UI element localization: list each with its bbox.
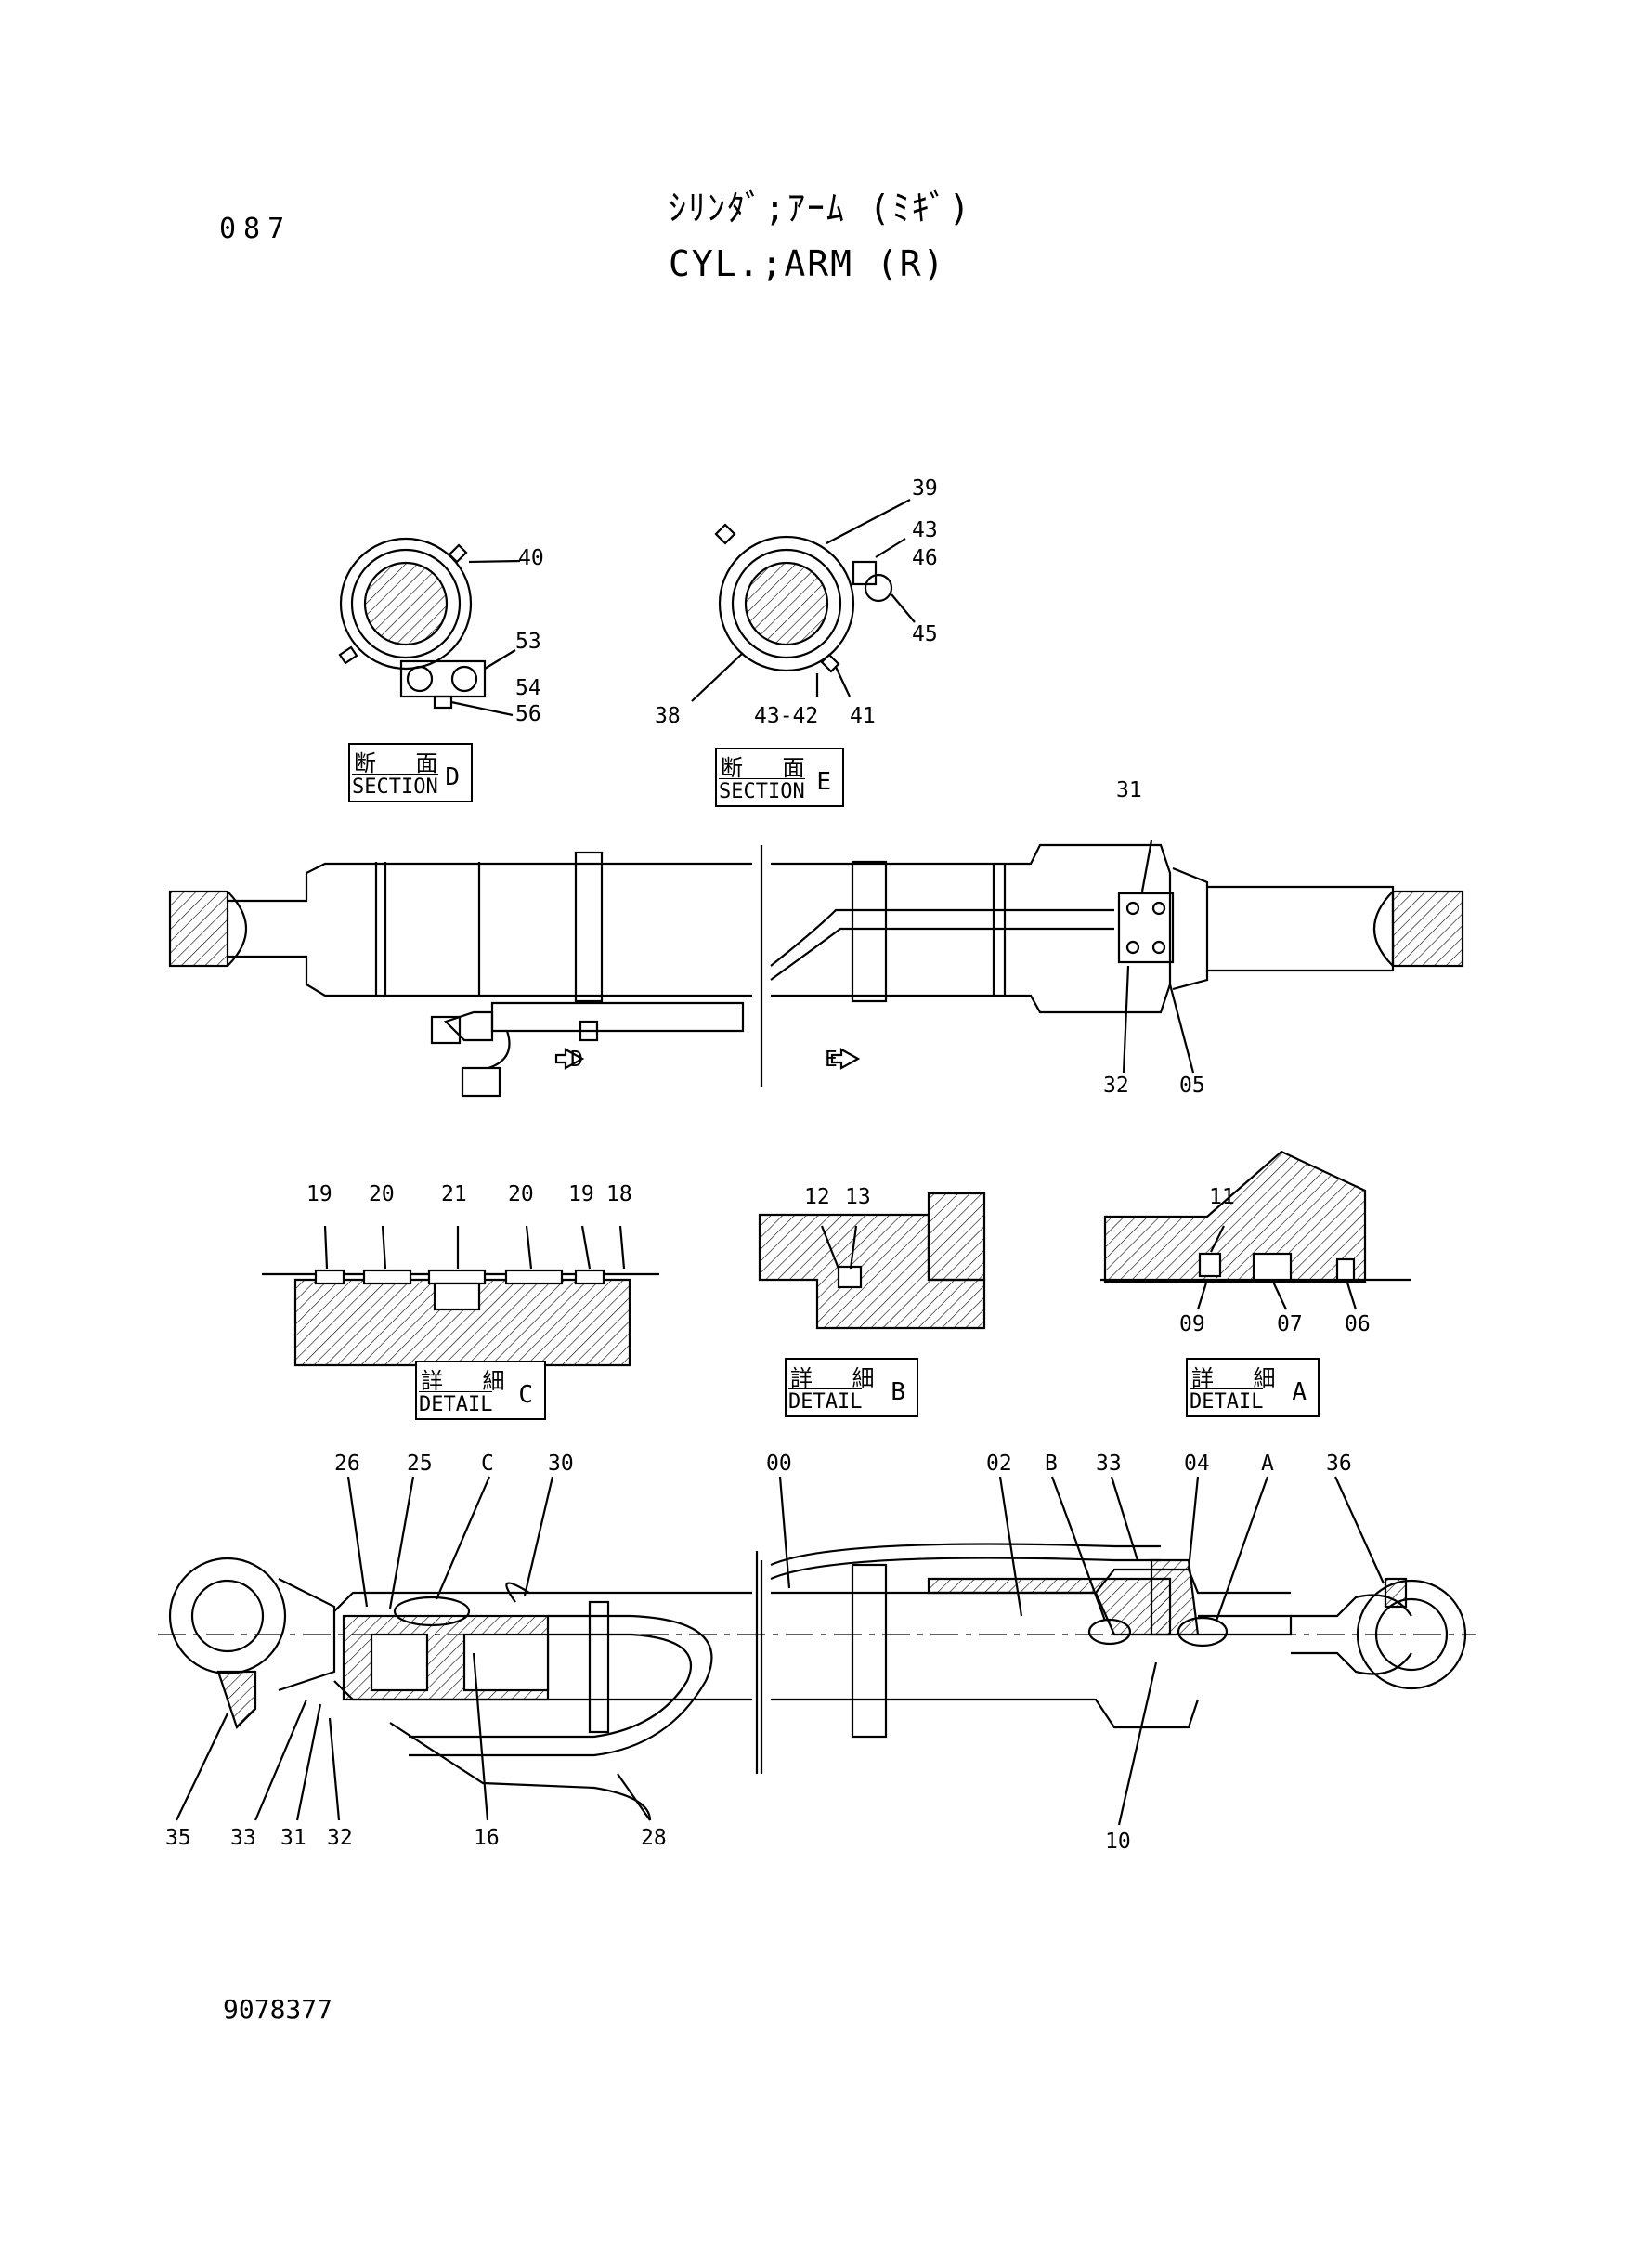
detail-b-en: DETAIL (788, 1388, 863, 1414)
title-japanese: ｼﾘﾝﾀﾞ;ｱｰﾑ (ﾐｷﾞ) (669, 188, 972, 228)
callout-c: C (481, 1452, 494, 1476)
detail-b-view (758, 1192, 986, 1330)
callout-32-ext: 32 (1103, 1074, 1129, 1098)
title-english: CYL.;ARM (R) (669, 243, 946, 284)
section-d-letter: D (445, 763, 460, 791)
detail-b-letter: B (891, 1378, 905, 1406)
section-e-en: SECTION (719, 778, 805, 803)
callout-25: 25 (407, 1452, 433, 1476)
callout-26: 26 (334, 1452, 360, 1476)
detail-a-en: DETAIL (1190, 1388, 1264, 1414)
detail-a-label: 詳 細 DETAIL A (1186, 1358, 1320, 1417)
callout-39: 39 (912, 476, 938, 501)
callout-40: 40 (518, 546, 544, 570)
callout-05: 05 (1179, 1074, 1205, 1098)
detail-a-view (1100, 1150, 1411, 1310)
detail-b-jp: 詳 細 (790, 1365, 888, 1391)
callout-33-top: 33 (1096, 1452, 1122, 1476)
section-d-label: 断 面 SECTION D (348, 743, 473, 802)
callout-56: 56 (515, 702, 541, 726)
detail-a-jp: 詳 細 (1191, 1365, 1289, 1391)
callout-13: 13 (845, 1185, 871, 1209)
callout-11: 11 (1209, 1185, 1235, 1209)
detail-c-view (262, 1225, 659, 1367)
callout-45: 45 (912, 622, 938, 646)
section-e-label: 断 面 SECTION E (715, 748, 844, 807)
page-number: 087 (219, 213, 293, 245)
section-e-view (691, 499, 916, 702)
callout-12: 12 (804, 1185, 830, 1209)
callout-04: 04 (1184, 1452, 1210, 1476)
callout-46: 46 (912, 546, 938, 570)
detail-a-letter: A (1292, 1378, 1307, 1406)
callout-31-ext: 31 (1116, 778, 1142, 802)
callout-02: 02 (986, 1452, 1012, 1476)
section-d-view (338, 537, 521, 717)
callout-33-bottom: 33 (230, 1826, 256, 1850)
callout-31-bottom: 31 (280, 1826, 306, 1850)
callout-06: 06 (1345, 1312, 1371, 1336)
callout-19a: 19 (306, 1182, 332, 1206)
arrow-d-letter: D (570, 1048, 583, 1072)
detail-c-label: 詳 細 DETAIL C (415, 1361, 546, 1420)
callout-43-42: 43-42 (754, 704, 819, 728)
callout-a: A (1261, 1452, 1274, 1476)
callout-10: 10 (1105, 1830, 1131, 1854)
detail-b-label: 詳 細 DETAIL B (785, 1358, 918, 1417)
detail-c-letter: C (518, 1381, 533, 1409)
callout-18: 18 (606, 1182, 632, 1206)
callout-28: 28 (641, 1826, 667, 1850)
callout-30: 30 (548, 1452, 574, 1476)
callout-20a: 20 (369, 1182, 395, 1206)
arrow-e-letter: E (825, 1048, 838, 1072)
callout-07: 07 (1277, 1312, 1303, 1336)
callout-21: 21 (441, 1182, 467, 1206)
cylinder-section-view (158, 1476, 1476, 1826)
callout-43: 43 (912, 518, 938, 542)
callout-35: 35 (165, 1826, 191, 1850)
callout-41: 41 (850, 704, 876, 728)
callout-00: 00 (766, 1452, 792, 1476)
callout-54: 54 (515, 676, 541, 700)
drawing-number: 9078377 (223, 1994, 333, 2025)
section-e-letter: E (816, 768, 831, 796)
section-e-jp: 断 面 (721, 755, 818, 781)
callout-b: B (1045, 1452, 1058, 1476)
detail-c-jp: 詳 細 (421, 1368, 518, 1394)
section-d-jp: 断 面 (354, 750, 451, 776)
cylinder-external-view (168, 840, 1464, 1098)
callout-16: 16 (474, 1826, 500, 1850)
callout-09: 09 (1179, 1312, 1205, 1336)
detail-c-en: DETAIL (419, 1391, 493, 1416)
callout-19b: 19 (568, 1182, 594, 1206)
callout-32-bottom: 32 (327, 1826, 353, 1850)
callout-20b: 20 (508, 1182, 534, 1206)
callout-38: 38 (655, 704, 681, 728)
callout-36: 36 (1326, 1452, 1352, 1476)
section-d-en: SECTION (352, 774, 438, 799)
callout-53: 53 (515, 630, 541, 654)
